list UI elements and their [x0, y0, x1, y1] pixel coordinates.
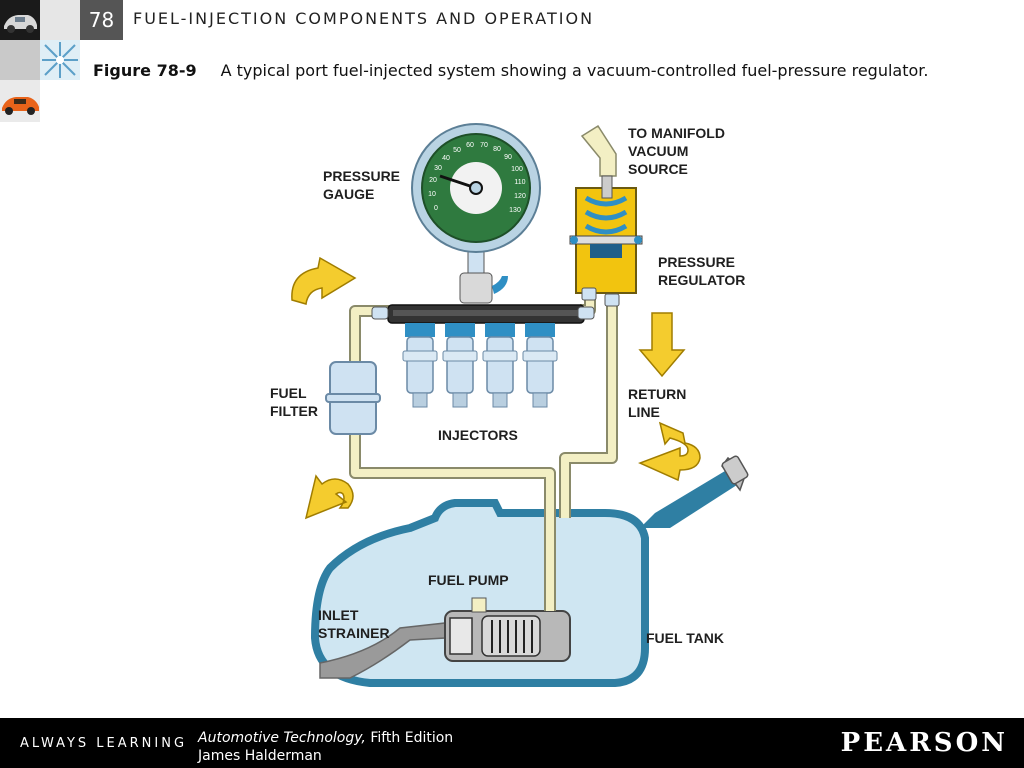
label-return-line: LINE — [628, 404, 660, 420]
fuel-filter — [325, 361, 381, 435]
flow-arrow-fuel-filter — [304, 474, 354, 520]
label-fuel-tank: FUEL TANK — [646, 630, 724, 646]
caption-text: A typical port fuel-injected system show… — [220, 61, 929, 80]
label-manifold-vacuum: TO MANIFOLD — [628, 125, 725, 141]
label-manifold-vacuum: VACUUM — [628, 143, 688, 159]
label-pressure-gauge: GAUGE — [323, 186, 374, 202]
footer-tagline: ALWAYS LEARNING — [20, 736, 188, 751]
footer-bar: ALWAYS LEARNING Automotive Technology, F… — [0, 718, 1024, 768]
book-edition: Fifth Edition — [365, 730, 454, 746]
header-bar — [123, 0, 1024, 40]
injectors — [402, 323, 558, 408]
header-spacer — [40, 0, 80, 40]
label-fuel-filter: FUEL — [270, 385, 307, 401]
gauge-tick: 100 — [511, 166, 523, 173]
flow-arrow-up-left — [291, 256, 357, 305]
gauge-tick: 90 — [504, 154, 512, 161]
gauge-tick: 130 — [509, 207, 521, 214]
gauge-tick: 50 — [453, 147, 461, 154]
flower-thumbnail — [40, 40, 80, 80]
label-pressure-gauge: PRESSURE — [323, 168, 400, 184]
page-title: FUEL-INJECTION COMPONENTS AND OPERATION — [133, 9, 595, 28]
fuel-pump — [444, 597, 571, 662]
pressure-regulator — [569, 124, 643, 307]
pressure-gauge: 0 10 20 30 40 50 60 70 80 90 100 110 120… — [411, 123, 541, 304]
car-thumbnail-silver — [0, 0, 40, 40]
gauge-tick: 40 — [442, 155, 450, 162]
book-title: Automotive Technology, — [198, 730, 366, 746]
gauge-valve — [492, 276, 508, 294]
label-fuel-pump: FUEL PUMP — [428, 572, 509, 588]
thumbnail-blank — [0, 40, 40, 80]
fuel-system-diagram: 0 10 20 30 40 50 60 70 80 90 100 110 120… — [260, 118, 780, 697]
figure-label: Figure 78-9 — [93, 61, 197, 80]
fuel-rail — [371, 304, 595, 324]
flow-arrows — [291, 256, 701, 520]
label-inlet-strainer: INLET — [318, 607, 359, 623]
gauge-tick: 0 — [434, 205, 438, 212]
book-info: Automotive Technology, Fifth Edition Jam… — [198, 729, 453, 765]
gauge-tick: 30 — [434, 165, 442, 172]
gauge-tick: 60 — [466, 142, 474, 149]
book-author: James Halderman — [198, 748, 322, 764]
gauge-tick: 120 — [514, 193, 526, 200]
label-inlet-strainer: STRAINER — [318, 625, 390, 641]
gauge-tick: 70 — [480, 142, 488, 149]
gauge-tick: 10 — [428, 191, 436, 198]
label-fuel-filter: FILTER — [270, 403, 318, 419]
chapter-number: 78 — [80, 0, 123, 40]
gauge-tick: 110 — [514, 179, 525, 186]
flow-arrow-return-line — [638, 421, 701, 482]
label-pressure-regulator: REGULATOR — [658, 272, 745, 288]
gauge-tick: 80 — [493, 146, 501, 153]
label-pressure-regulator: PRESSURE — [658, 254, 735, 270]
figure-caption: Figure 78-9 A typical port fuel-injected … — [93, 61, 933, 81]
flow-arrow-down-regulator — [638, 312, 686, 378]
publisher-logo: PEARSON — [840, 728, 1008, 758]
label-manifold-vacuum: SOURCE — [628, 161, 688, 177]
car-thumbnail-orange — [0, 80, 40, 122]
label-return-line: RETURN — [628, 386, 686, 402]
label-injectors: INJECTORS — [438, 427, 518, 443]
gauge-tick: 20 — [429, 177, 437, 184]
